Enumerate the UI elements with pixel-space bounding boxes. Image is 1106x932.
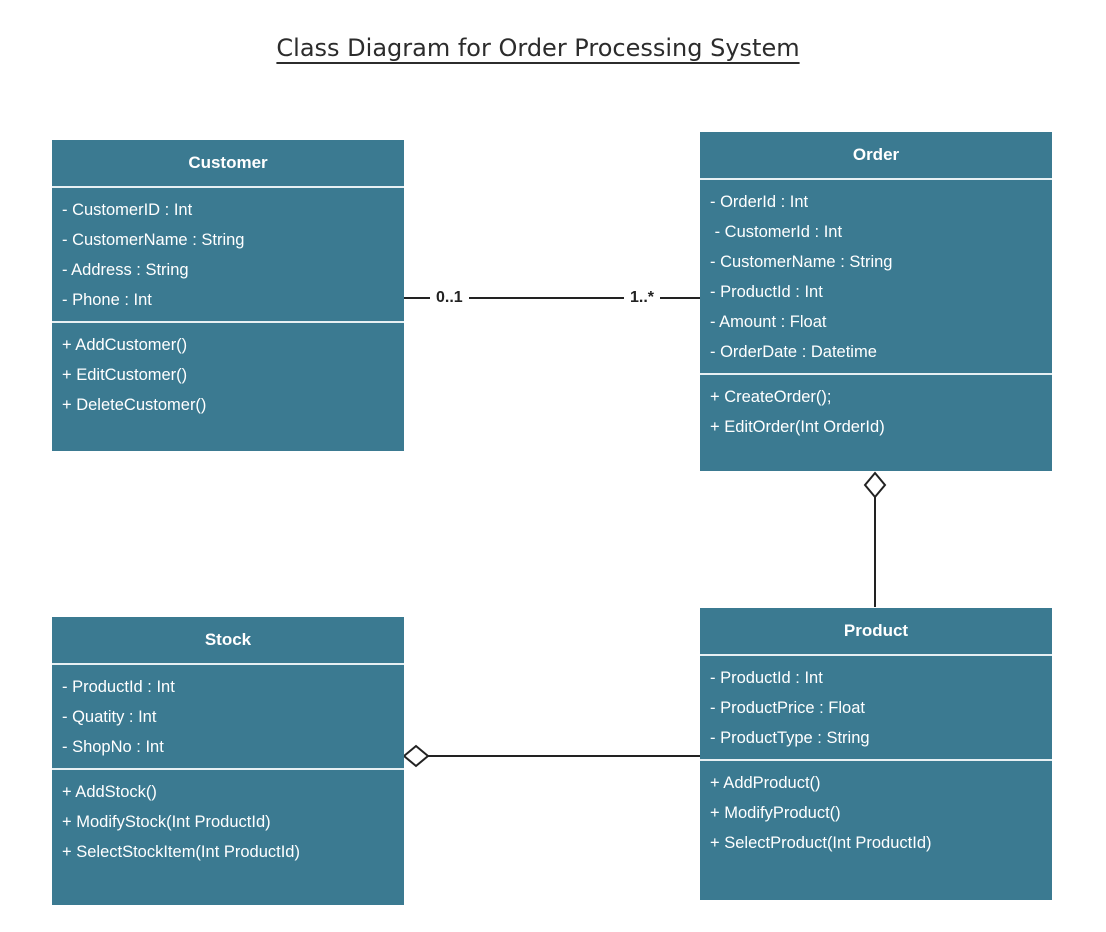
attribute-item: - CustomerId : Int xyxy=(710,223,843,241)
aggregation-diamond-stock xyxy=(402,744,430,768)
method-list: + CreateOrder(); + EditOrder(Int OrderId) xyxy=(700,375,1052,448)
attribute-item: - Address : String xyxy=(62,261,189,279)
attribute-item: - CustomerID : Int xyxy=(62,201,193,219)
attribute-list: - ProductId : Int - Quatity : Int - ShopNo… xyxy=(52,665,404,770)
method-item: + AddProduct() xyxy=(710,774,821,792)
attribute-item: - Phone : Int xyxy=(62,291,152,309)
class-name: Customer xyxy=(52,140,404,188)
diagram-title: Class Diagram for Order Processing Syste… xyxy=(0,34,1076,62)
method-list: + AddProduct() + ModifyProduct() + SelectP… xyxy=(700,761,1052,864)
method-item: + ModifyStock(Int ProductId) xyxy=(62,813,271,831)
class-customer[interactable]: Customer - CustomerID : Int - CustomerNam… xyxy=(52,140,404,451)
method-item: + AddCustomer() xyxy=(62,336,188,354)
attribute-item: - ShopNo : Int xyxy=(62,738,164,756)
attribute-item: - Amount : Float xyxy=(710,313,827,331)
diagram-title-text: Class Diagram for Order Processing Syste… xyxy=(276,34,800,62)
attribute-item: - ProductId : Int xyxy=(62,678,175,696)
method-item: + SelectProduct(Int ProductId) xyxy=(710,834,932,852)
attribute-list: - OrderId : Int - CustomerId : Int - Cust… xyxy=(700,180,1052,375)
method-item: + CreateOrder(); xyxy=(710,388,832,406)
method-item: + SelectStockItem(Int ProductId) xyxy=(62,843,300,861)
attribute-item: - OrderId : Int xyxy=(710,193,809,211)
multiplicity-customer-side: 0..1 xyxy=(430,288,469,308)
attribute-item: - Quatity : Int xyxy=(62,708,157,726)
method-item: + ModifyProduct() xyxy=(710,804,841,822)
method-item: + EditCustomer() xyxy=(62,366,188,384)
method-item: + AddStock() xyxy=(62,783,157,801)
method-item: + EditOrder(Int OrderId) xyxy=(710,418,885,436)
attribute-item: - ProductPrice : Float xyxy=(710,699,865,717)
attribute-item: - CustomerName : String xyxy=(62,231,245,249)
attribute-item: - ProductType : String xyxy=(710,729,870,747)
method-item: + DeleteCustomer() xyxy=(62,396,207,414)
method-list: + AddCustomer() + EditCustomer() + DeleteC… xyxy=(52,323,404,426)
method-list: + AddStock() + ModifyStock(Int ProductId)… xyxy=(52,770,404,873)
class-name: Stock xyxy=(52,617,404,665)
aggregation-diamond-order xyxy=(863,471,887,499)
attribute-list: - ProductId : Int - ProductPrice : Float -… xyxy=(700,656,1052,761)
multiplicity-order-side: 1..* xyxy=(624,288,661,308)
attribute-item: - OrderDate : Datetime xyxy=(710,343,877,361)
class-name: Order xyxy=(700,132,1052,180)
class-order[interactable]: Order - OrderId : Int - CustomerId : Int… xyxy=(700,132,1052,471)
class-stock[interactable]: Stock - ProductId : Int- Quatity : Int- … xyxy=(52,617,404,905)
class-product[interactable]: Product - ProductId : Int - ProductPrice … xyxy=(700,608,1052,900)
attribute-item: - ProductId : Int xyxy=(710,669,823,687)
class-name: Product xyxy=(700,608,1052,656)
attribute-item: - ProductId : Int xyxy=(710,283,823,301)
attribute-item: - CustomerName : String xyxy=(710,253,893,271)
attribute-list: - CustomerID : Int - CustomerName : Strin… xyxy=(52,188,404,323)
